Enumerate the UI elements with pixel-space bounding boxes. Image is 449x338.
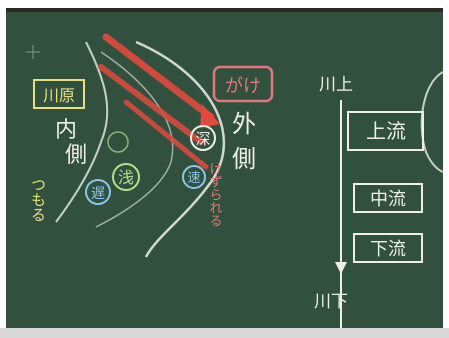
- lower-stream-label: 下流: [370, 239, 406, 260]
- chalk-dust: [6, 12, 443, 338]
- chalk-tray: [0, 328, 449, 338]
- outer-side-char-2: 側: [232, 145, 256, 173]
- fast-label: 速: [187, 171, 200, 186]
- inner-side-char-2: 側: [65, 143, 87, 168]
- gake-label: がけ: [225, 76, 261, 97]
- eroded-label: けずられる: [207, 162, 223, 227]
- river-down-label: 川下: [314, 292, 348, 312]
- shallow-label: 浅: [118, 168, 134, 187]
- chalkboard-drawing: 川原 内 側 つもる 浅 遅 がけ 外 側 深 速 けずられる 川上 上流 中流: [6, 12, 443, 338]
- slow-label: 遅: [91, 186, 105, 202]
- river-up-label: 川上: [319, 75, 353, 95]
- chalkboard: 川原 内 側 つもる 浅 遅 がけ 外 側 深 速 けずられる 川上 上流 中流: [6, 8, 443, 338]
- middle-stream-label: 中流: [370, 189, 406, 210]
- accumulates-label: つもる: [29, 177, 47, 222]
- inner-side-char-1: 内: [55, 118, 77, 143]
- outer-side-char-1: 外: [232, 110, 256, 138]
- deep-label: 深: [195, 130, 210, 148]
- kawara-label: 川原: [43, 86, 75, 105]
- upper-stream-label: 上流: [366, 119, 406, 143]
